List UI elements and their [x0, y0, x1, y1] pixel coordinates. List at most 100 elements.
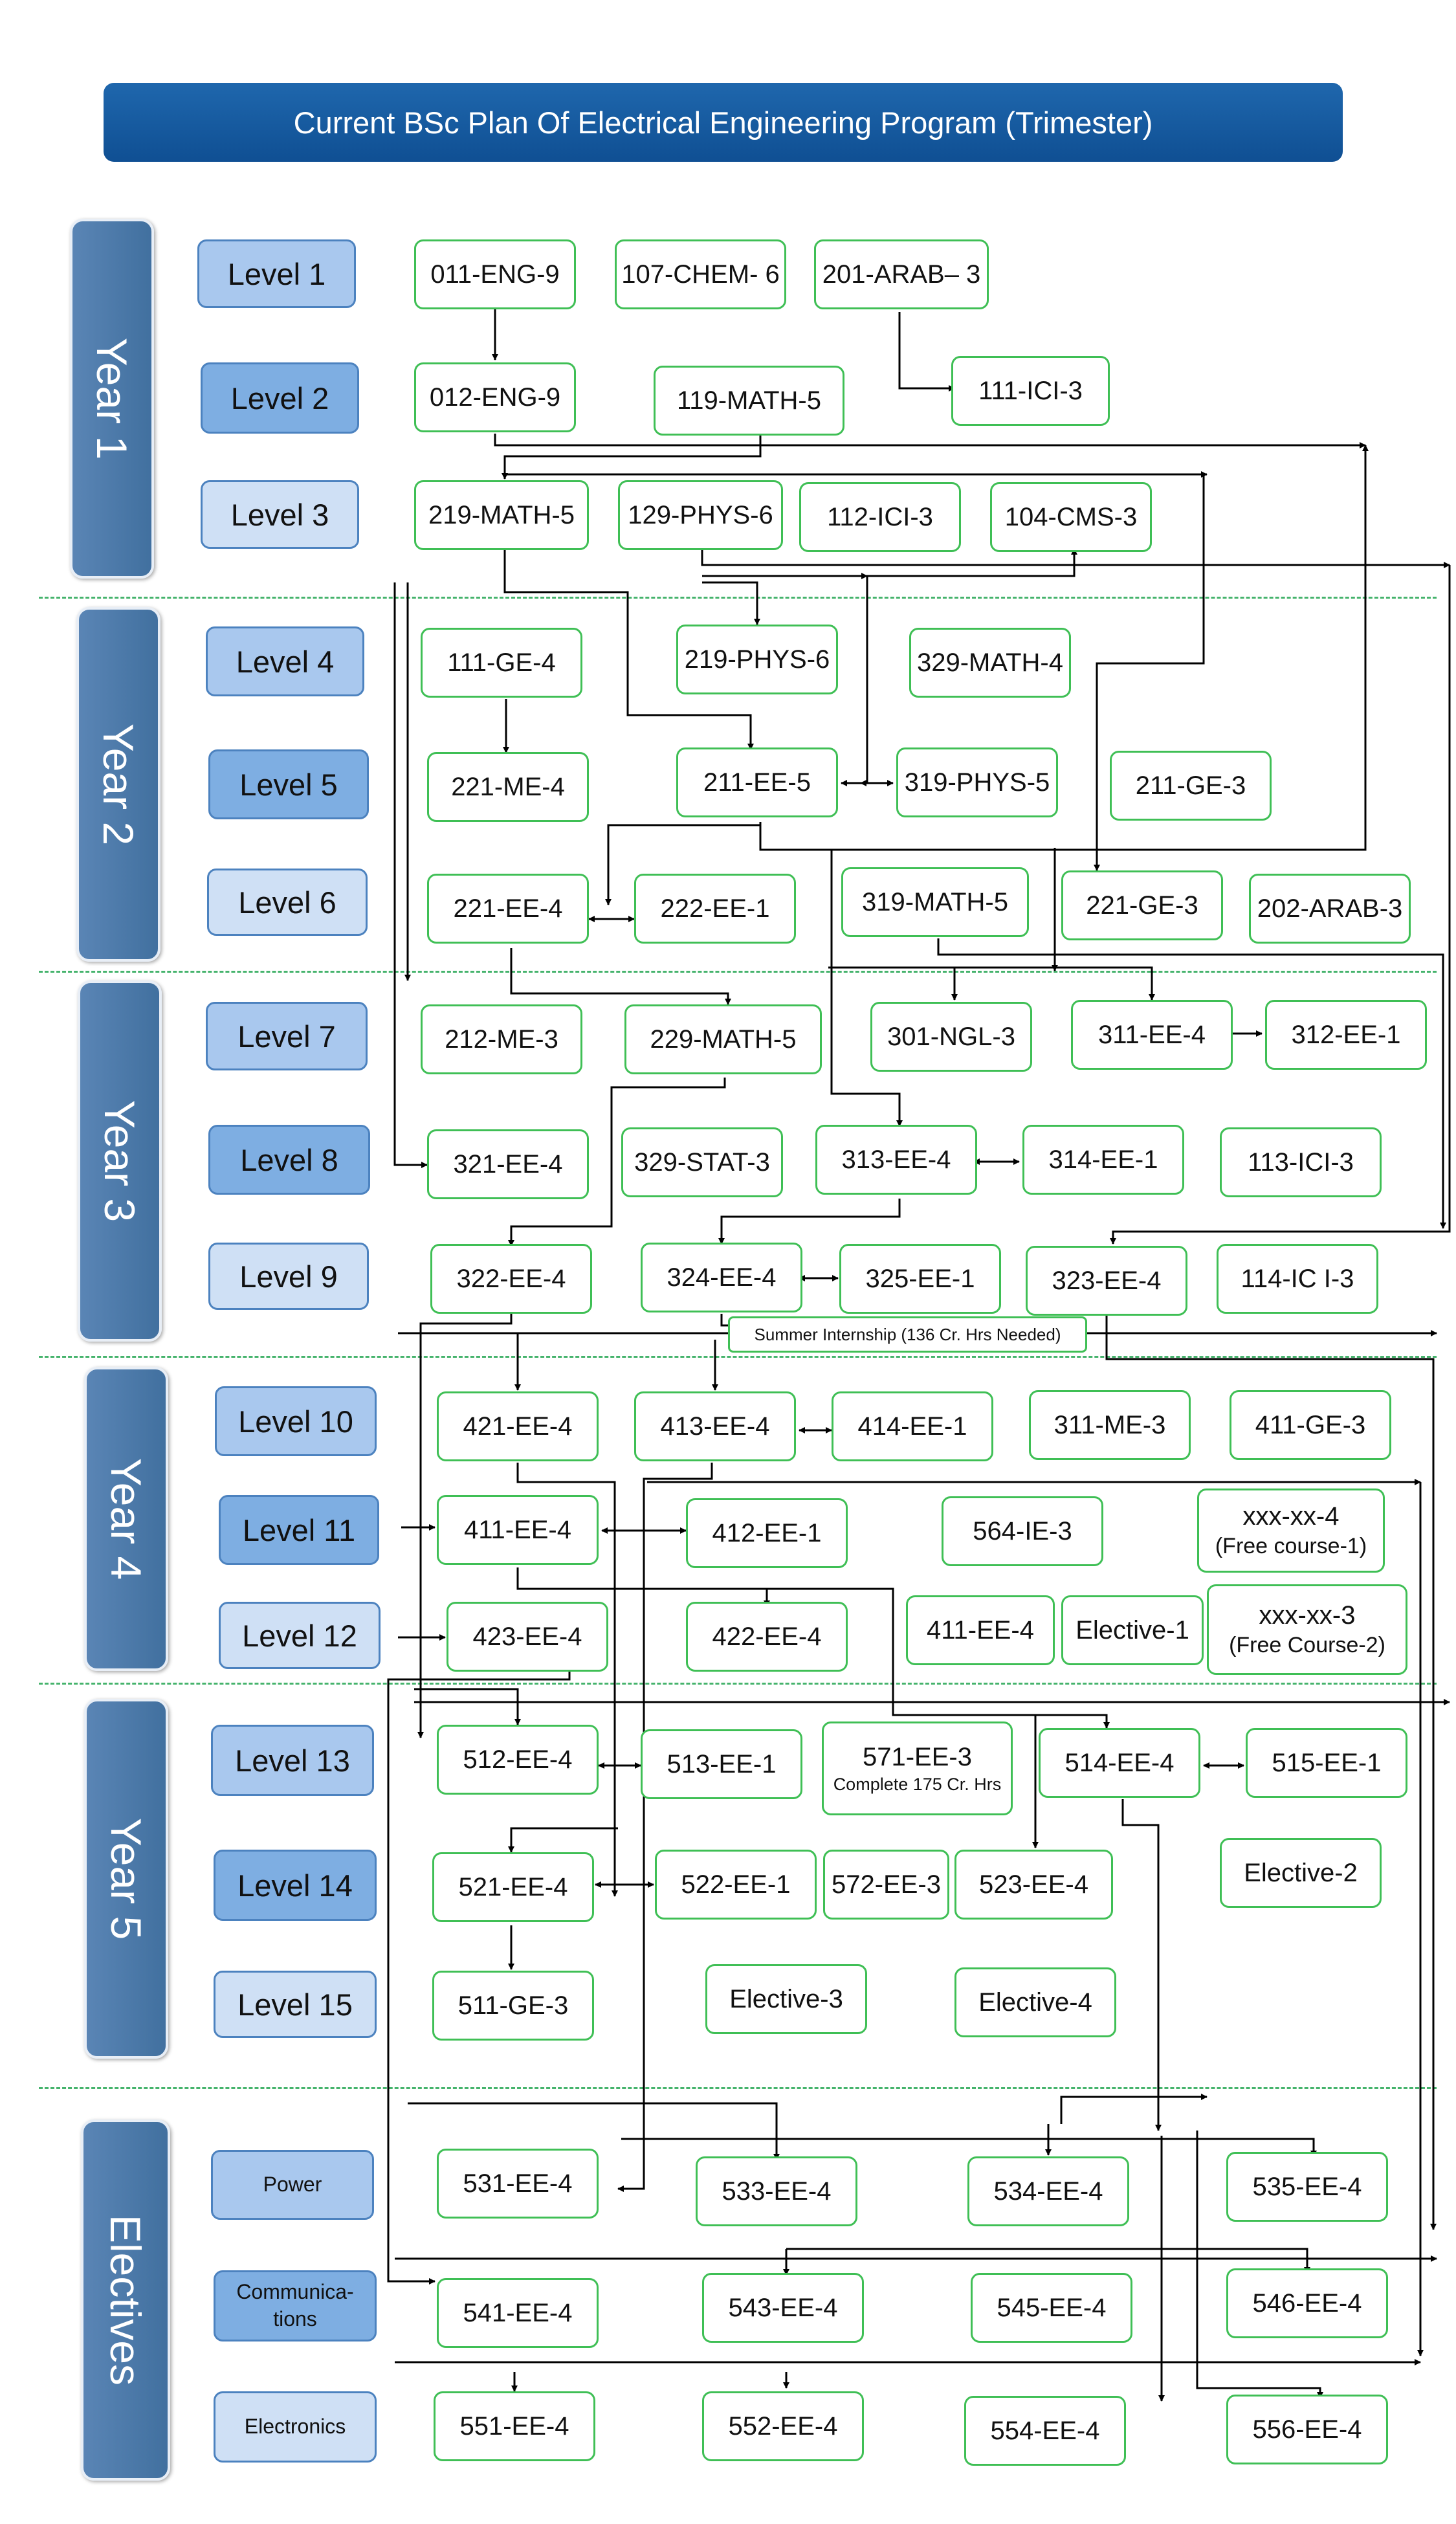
course-319-phys-5[interactable]: 319-PHYS-5: [896, 747, 1058, 817]
course-note: (Free course-1): [1215, 1534, 1367, 1559]
course-564-ie-3[interactable]: 564-IE-3: [942, 1496, 1103, 1566]
course-113-ici-3[interactable]: 113-ICI-3: [1220, 1127, 1382, 1197]
course-code: 571-EE-3: [863, 1742, 972, 1771]
course-513-ee-1[interactable]: 513-EE-1: [641, 1729, 802, 1799]
course-534-ee-4[interactable]: 534-EE-4: [967, 2156, 1129, 2226]
year-panel-5: Year 5: [84, 1699, 168, 2059]
course-011-eng-9[interactable]: 011-ENG-9: [414, 239, 576, 309]
course-523-ee-4[interactable]: 523-EE-4: [954, 1850, 1113, 1920]
course-112-ici-3[interactable]: 112-ICI-3: [799, 482, 961, 552]
course-535-ee-4[interactable]: 535-EE-4: [1226, 2152, 1388, 2222]
course-114-ici-3[interactable]: 114-IC I-3: [1217, 1244, 1378, 1314]
course-325-ee-1[interactable]: 325-EE-1: [839, 1244, 1001, 1314]
separator-year3: [39, 1356, 1437, 1358]
course-571-ee-3[interactable]: 571-EE-3 Complete 175 Cr. Hrs: [822, 1721, 1013, 1815]
course-421-ee-4[interactable]: 421-EE-4: [437, 1391, 599, 1461]
course-313-ee-4[interactable]: 313-EE-4: [815, 1125, 977, 1195]
course-219-math-5[interactable]: 219-MATH-5: [414, 480, 589, 550]
level-2: Level 2: [201, 362, 359, 434]
course-572-ee-3[interactable]: 572-EE-3: [823, 1850, 949, 1920]
course-107-chem-6[interactable]: 107-CHEM- 6: [615, 239, 786, 309]
course-free-2[interactable]: xxx-xx-3 (Free Course-2): [1207, 1584, 1407, 1675]
course-422-ee-4[interactable]: 422-EE-4: [686, 1602, 848, 1672]
course-212-me-3[interactable]: 212-ME-3: [421, 1004, 582, 1074]
course-129-phys-6[interactable]: 129-PHYS-6: [618, 480, 783, 550]
course-533-ee-4[interactable]: 533-EE-4: [696, 2156, 857, 2226]
course-221-ee-4[interactable]: 221-EE-4: [427, 874, 589, 944]
course-545-ee-4[interactable]: 545-EE-4: [971, 2273, 1132, 2343]
course-elective-2[interactable]: Elective-2: [1220, 1838, 1382, 1908]
level-4: Level 4: [206, 626, 364, 696]
course-546-ee-4[interactable]: 546-EE-4: [1226, 2268, 1388, 2338]
course-411-ee-4-b[interactable]: 411-EE-4: [906, 1595, 1055, 1665]
course-324-ee-4[interactable]: 324-EE-4: [641, 1243, 802, 1312]
elective-group-electronics: Electronics: [214, 2391, 377, 2463]
course-219-phys-6[interactable]: 219-PHYS-6: [676, 625, 838, 694]
course-104-cms-3[interactable]: 104-CMS-3: [990, 482, 1152, 552]
course-541-ee-4[interactable]: 541-EE-4: [437, 2278, 599, 2348]
course-411-ee-4[interactable]: 411-EE-4: [437, 1495, 599, 1565]
course-221-me-4[interactable]: 221-ME-4: [427, 752, 589, 822]
course-229-math-5[interactable]: 229-MATH-5: [624, 1004, 822, 1074]
course-512-ee-4[interactable]: 512-EE-4: [437, 1725, 599, 1795]
course-note: (Free Course-2): [1229, 1633, 1385, 1658]
course-301-ngl-3[interactable]: 301-NGL-3: [870, 1002, 1032, 1072]
course-code: xxx-xx-4: [1242, 1502, 1340, 1531]
level-9: Level 9: [208, 1243, 369, 1310]
course-413-ee-4[interactable]: 413-EE-4: [634, 1391, 796, 1461]
level-12: Level 12: [219, 1602, 381, 1669]
course-111-ici-3[interactable]: 111-ICI-3: [951, 356, 1110, 426]
level-8: Level 8: [208, 1125, 370, 1195]
course-311-me-3[interactable]: 311-ME-3: [1029, 1390, 1191, 1460]
course-211-ge-3[interactable]: 211-GE-3: [1110, 751, 1272, 821]
separator-year4: [39, 1683, 1437, 1685]
course-312-ee-1[interactable]: 312-EE-1: [1265, 1000, 1427, 1070]
course-552-ee-4[interactable]: 552-EE-4: [702, 2391, 864, 2461]
course-321-ee-4[interactable]: 321-EE-4: [427, 1129, 589, 1199]
separator-year2: [39, 971, 1437, 973]
course-111-ge-4[interactable]: 111-GE-4: [421, 628, 582, 698]
course-412-ee-1[interactable]: 412-EE-1: [686, 1498, 848, 1568]
course-elective-1[interactable]: Elective-1: [1061, 1595, 1204, 1665]
course-556-ee-4[interactable]: 556-EE-4: [1226, 2395, 1388, 2464]
course-code: xxx-xx-3: [1259, 1601, 1356, 1630]
course-221-ge-3[interactable]: 221-GE-3: [1061, 870, 1223, 940]
course-511-ge-3[interactable]: 511-GE-3: [432, 1971, 594, 2041]
course-522-ee-1[interactable]: 522-EE-1: [655, 1850, 817, 1920]
course-311-ee-4[interactable]: 311-EE-4: [1071, 1000, 1233, 1070]
course-201-arab-3[interactable]: 201-ARAB– 3: [814, 239, 989, 309]
course-515-ee-1[interactable]: 515-EE-1: [1246, 1728, 1407, 1798]
course-free-1[interactable]: xxx-xx-4 (Free course-1): [1197, 1489, 1385, 1573]
page-title: Current BSc Plan Of Electrical Engineeri…: [104, 83, 1343, 162]
course-314-ee-1[interactable]: 314-EE-1: [1022, 1125, 1184, 1195]
course-554-ee-4[interactable]: 554-EE-4: [964, 2396, 1126, 2466]
course-elective-3[interactable]: Elective-3: [705, 1964, 867, 2034]
course-531-ee-4[interactable]: 531-EE-4: [437, 2149, 599, 2219]
level-11: Level 11: [219, 1495, 379, 1565]
course-521-ee-4[interactable]: 521-EE-4: [432, 1852, 594, 1922]
course-423-ee-4[interactable]: 423-EE-4: [447, 1602, 608, 1672]
level-1: Level 1: [197, 239, 356, 308]
level-13: Level 13: [211, 1725, 374, 1796]
level-14: Level 14: [214, 1850, 377, 1921]
course-222-ee-1[interactable]: 222-EE-1: [634, 874, 796, 944]
course-329-stat-3[interactable]: 329-STAT-3: [621, 1127, 783, 1197]
course-211-ee-5[interactable]: 211-EE-5: [676, 747, 838, 817]
course-551-ee-4[interactable]: 551-EE-4: [434, 2391, 595, 2461]
course-119-math-5[interactable]: 119-MATH-5: [654, 366, 844, 436]
course-514-ee-4[interactable]: 514-EE-4: [1039, 1728, 1200, 1798]
course-322-ee-4[interactable]: 322-EE-4: [430, 1244, 592, 1314]
year-panel-3: Year 3: [78, 980, 162, 1342]
course-543-ee-4[interactable]: 543-EE-4: [702, 2273, 864, 2343]
elective-group-communications: Communica- tions: [214, 2270, 377, 2341]
course-202-arab-3[interactable]: 202-ARAB-3: [1249, 874, 1411, 944]
course-329-math-4[interactable]: 329-MATH-4: [909, 628, 1071, 698]
course-elective-4[interactable]: Elective-4: [954, 1967, 1116, 2037]
course-414-ee-1[interactable]: 414-EE-1: [832, 1391, 993, 1461]
course-323-ee-4[interactable]: 323-EE-4: [1026, 1246, 1187, 1316]
course-012-eng-9[interactable]: 012-ENG-9: [414, 362, 576, 432]
level-5: Level 5: [208, 749, 369, 819]
course-411-ge-3[interactable]: 411-GE-3: [1230, 1390, 1391, 1460]
level-10: Level 10: [215, 1386, 377, 1456]
course-319-math-5[interactable]: 319-MATH-5: [841, 867, 1029, 937]
